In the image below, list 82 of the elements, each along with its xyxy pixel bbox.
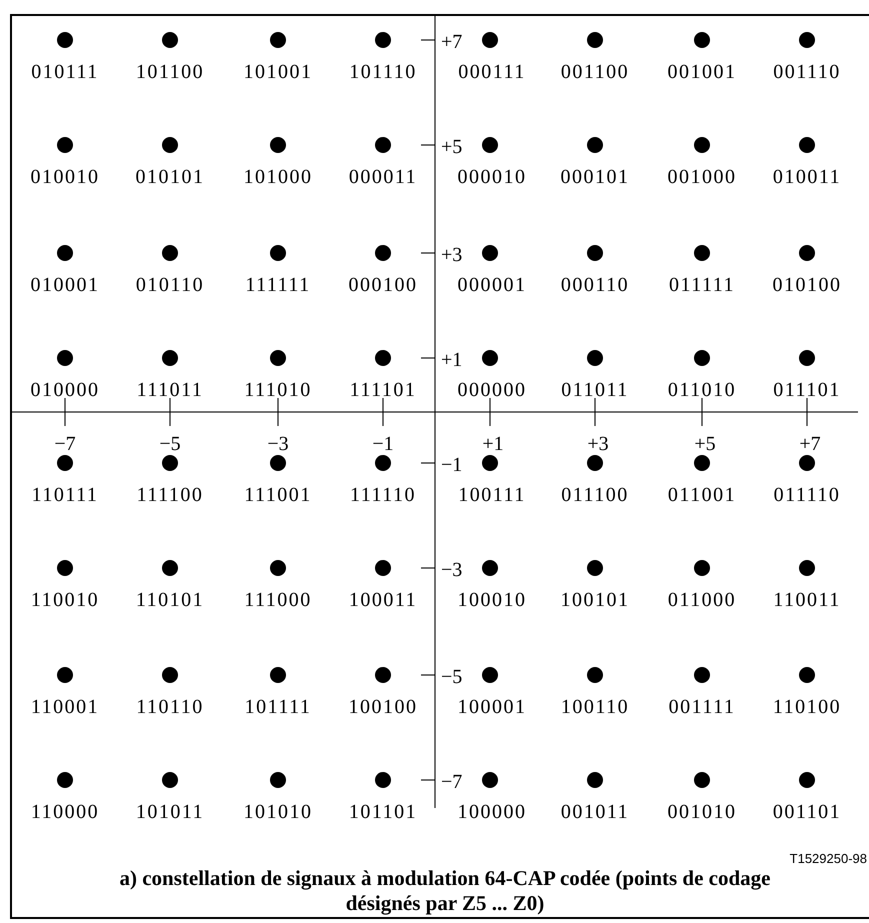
point-code: 110000 <box>30 802 100 822</box>
axis-tick-label: −5 <box>441 667 462 687</box>
point-code: 001101 <box>772 802 842 822</box>
point-code: 100101 <box>560 590 630 610</box>
axis-tick-label: −3 <box>441 560 462 580</box>
point-code: 110110 <box>136 697 204 717</box>
point-code: 000001 <box>458 275 526 295</box>
point-code: 000011 <box>348 167 418 187</box>
point-code: 110111 <box>32 485 98 505</box>
point-code: 110101 <box>136 590 204 610</box>
axis-tick-label: +3 <box>587 434 609 454</box>
point-code: 111110 <box>350 485 416 505</box>
point-code: 011111 <box>668 275 736 295</box>
point-code: 010110 <box>136 275 204 295</box>
point-code: 000110 <box>560 275 630 295</box>
point-code: 001111 <box>668 697 736 717</box>
point-code: 001001 <box>668 62 736 82</box>
axis-tick-label: −5 <box>159 434 181 454</box>
point-code: 011001 <box>668 485 736 505</box>
point-code: 110100 <box>772 697 842 717</box>
point-code: 001110 <box>773 62 841 82</box>
axis-tick-label: −7 <box>54 434 76 454</box>
axis-tick-label: +5 <box>694 434 716 454</box>
point-code: 100111 <box>458 485 526 505</box>
axis-tick-label: +1 <box>482 434 504 454</box>
figure-reference: T1529250-98 <box>790 852 867 865</box>
axis-tick-label: +7 <box>799 434 821 454</box>
axis-tick-label: −1 <box>372 434 394 454</box>
axis-tick-label: +7 <box>441 32 462 52</box>
point-code: 000000 <box>458 380 526 400</box>
point-code: 101100 <box>136 62 204 82</box>
point-code: 000111 <box>458 62 526 82</box>
point-code: 101111 <box>244 697 312 717</box>
point-code: 100000 <box>458 802 526 822</box>
point-code: 110010 <box>30 590 100 610</box>
point-code: 100100 <box>348 697 418 717</box>
point-code: 010010 <box>30 167 100 187</box>
point-code: 101011 <box>136 802 204 822</box>
point-code: 111010 <box>244 380 312 400</box>
point-code: 011101 <box>773 380 841 400</box>
point-code: 011011 <box>561 380 629 400</box>
point-code: 111101 <box>350 380 416 400</box>
point-code: 001011 <box>560 802 630 822</box>
point-code: 111000 <box>244 590 312 610</box>
axis-tick-label: −3 <box>267 434 289 454</box>
point-code: 010101 <box>136 167 204 187</box>
axis-tick-label: +1 <box>441 350 462 370</box>
point-code: 000100 <box>348 275 418 295</box>
axis-tick-label: −1 <box>441 455 462 475</box>
point-code: 000010 <box>458 167 526 187</box>
point-code: 111100 <box>136 485 204 505</box>
point-code: 111011 <box>136 380 204 400</box>
point-code: 111111 <box>245 275 311 295</box>
axis-tick-label: +5 <box>441 137 462 157</box>
point-code: 010000 <box>30 380 100 400</box>
axis-tick-label: −7 <box>441 772 462 792</box>
point-code: 010111 <box>31 62 99 82</box>
point-code: 010011 <box>772 167 842 187</box>
point-code: 100010 <box>458 590 526 610</box>
point-code: 101000 <box>244 167 312 187</box>
point-code: 000101 <box>560 167 630 187</box>
point-code: 110001 <box>30 697 100 717</box>
point-code: 101001 <box>244 62 312 82</box>
point-code: 001000 <box>668 167 736 187</box>
point-code: 100110 <box>560 697 630 717</box>
point-code: 101010 <box>244 802 312 822</box>
point-code: 111001 <box>244 485 312 505</box>
point-code: 100011 <box>348 590 418 610</box>
point-code: 110011 <box>773 590 841 610</box>
point-code: 011000 <box>668 590 736 610</box>
point-code: 101101 <box>348 802 418 822</box>
figure-caption: a) constellation de signaux à modulation 64-CAP codée (points de codage désignés par Z5 ... Z0) <box>118 866 772 916</box>
point-code: 100001 <box>458 697 526 717</box>
point-code: 001010 <box>668 802 736 822</box>
point-code: 001100 <box>560 62 630 82</box>
point-code: 011010 <box>668 380 736 400</box>
point-code: 010001 <box>30 275 100 295</box>
point-code: 011100 <box>561 485 629 505</box>
axis-tick-label: +3 <box>441 245 462 265</box>
point-code: 010100 <box>772 275 842 295</box>
point-code: 011110 <box>774 485 840 505</box>
point-code: 101110 <box>349 62 417 82</box>
